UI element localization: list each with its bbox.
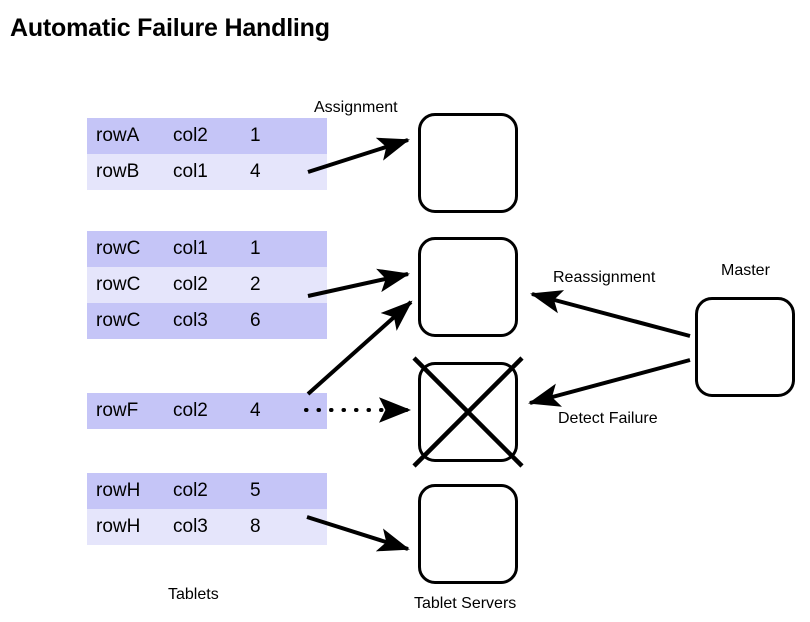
table-row: rowH col3 8 xyxy=(87,509,327,545)
cell-column: col2 xyxy=(164,393,241,429)
cell-value: 1 xyxy=(241,231,327,267)
cell-column: col1 xyxy=(164,154,241,190)
cell-row-key: rowC xyxy=(87,303,164,339)
detect-failure-label: Detect Failure xyxy=(558,410,658,427)
cell-value: 1 xyxy=(241,118,327,154)
master-label: Master xyxy=(721,262,770,279)
table-row: rowC col2 2 xyxy=(87,267,327,303)
tablet-table-2: rowC col1 1 rowC col2 2 rowC col3 6 xyxy=(87,231,327,339)
table-row: rowF col2 4 xyxy=(87,393,327,429)
cell-row-key: rowH xyxy=(87,473,164,509)
tablet-table-3: rowF col2 4 xyxy=(87,393,327,429)
table-row: rowC col1 1 xyxy=(87,231,327,267)
cell-column: col2 xyxy=(164,267,241,303)
arrow-master-reassignment xyxy=(530,290,691,338)
cell-row-key: rowH xyxy=(87,509,164,545)
cell-row-key: rowC xyxy=(87,231,164,267)
tablets-group-label: Tablets xyxy=(168,586,219,603)
cell-value: 4 xyxy=(241,393,327,429)
cell-row-key: rowA xyxy=(87,118,164,154)
tablet-server-4[interactable] xyxy=(418,484,518,584)
cell-row-key: rowC xyxy=(87,267,164,303)
tablet-table-4: rowH col2 5 rowH col3 8 xyxy=(87,473,327,545)
cell-value: 8 xyxy=(241,509,327,545)
reassignment-label: Reassignment xyxy=(553,269,656,286)
table-row: rowH col2 5 xyxy=(87,473,327,509)
cell-value: 6 xyxy=(241,303,327,339)
cell-row-key: rowF xyxy=(87,393,164,429)
cell-value: 4 xyxy=(241,154,327,190)
arrow-master-detect-failure xyxy=(528,358,691,407)
cell-column: col1 xyxy=(164,231,241,267)
table-row: rowB col1 4 xyxy=(87,154,327,190)
tablet-server-3-failed[interactable] xyxy=(418,362,518,462)
tablet-table-1: rowA col2 1 rowB col1 4 xyxy=(87,118,327,190)
tablet-server-1[interactable] xyxy=(418,113,518,213)
page-title: Automatic Failure Handling xyxy=(10,14,330,42)
cell-value: 5 xyxy=(241,473,327,509)
cell-column: col3 xyxy=(164,509,241,545)
table-row: rowC col3 6 xyxy=(87,303,327,339)
cell-column: col2 xyxy=(164,118,241,154)
table-row: rowA col2 1 xyxy=(87,118,327,154)
cell-column: col2 xyxy=(164,473,241,509)
assignment-label: Assignment xyxy=(314,99,398,116)
cell-row-key: rowB xyxy=(87,154,164,190)
cell-column: col3 xyxy=(164,303,241,339)
master-box[interactable] xyxy=(695,297,795,397)
cell-value: 2 xyxy=(241,267,327,303)
tablet-server-2[interactable] xyxy=(418,237,518,337)
tablet-servers-group-label: Tablet Servers xyxy=(414,595,517,612)
